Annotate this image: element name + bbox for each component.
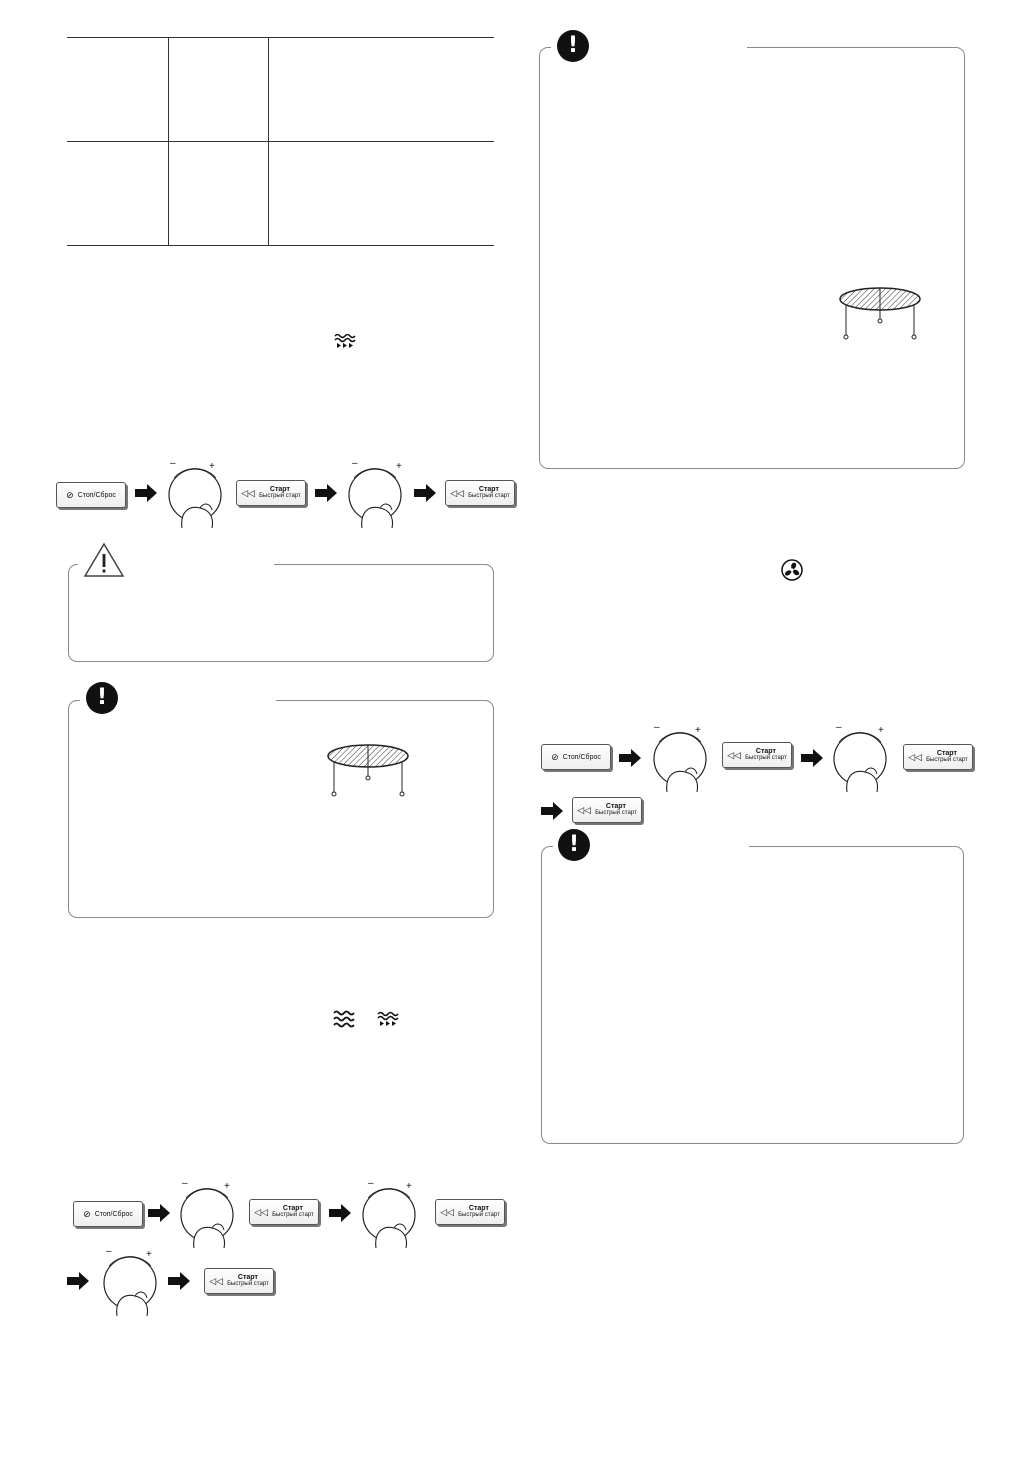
dial-plus: + — [878, 725, 884, 736]
note-box-mask — [551, 43, 747, 51]
microwave-waves-icon — [333, 1010, 355, 1028]
start-icon: ◁◁ — [241, 487, 256, 498]
exclamation-icon: ! — [558, 829, 590, 861]
start-icon: ◁◁ — [908, 751, 923, 762]
start-icon: ◁◁ — [727, 749, 742, 760]
warning-box-mask — [78, 560, 274, 568]
arrow-right-icon — [414, 484, 436, 502]
table-top-rule — [67, 37, 494, 38]
start-icon: ◁◁ — [209, 1275, 224, 1286]
dial-knob-icon[interactable] — [172, 1178, 242, 1248]
dial-minus: – — [170, 458, 176, 469]
dial-knob-icon[interactable] — [95, 1246, 165, 1316]
arrow-right-icon — [315, 484, 337, 502]
quick-start-label: Быстрый старт — [926, 757, 968, 763]
start-icon: ◁◁ — [440, 1206, 455, 1217]
stop-reset-button[interactable]: ⊘ Стоп/Сброс — [73, 1201, 143, 1227]
note-box — [539, 47, 965, 469]
stop-reset-button[interactable]: ⊘ Стоп/Сброс — [56, 482, 126, 508]
exclamation-icon: ! — [86, 682, 118, 714]
arrow-right-icon — [148, 1204, 170, 1222]
quick-start-label: Быстрый старт — [595, 810, 637, 816]
stop-reset-label: Стоп/Сброс — [562, 753, 601, 761]
dial-plus: + — [396, 461, 402, 472]
stop-reset-label: Стоп/Сброс — [77, 491, 116, 499]
arrow-right-icon — [168, 1272, 190, 1290]
dial-knob-icon[interactable] — [160, 458, 230, 528]
quick-start-label: Быстрый старт — [259, 493, 301, 499]
grill-rack-icon — [327, 744, 409, 797]
note-box-mask — [553, 842, 749, 850]
start-label: Старт — [282, 1205, 303, 1212]
dial-minus: – — [654, 722, 660, 733]
start-label: Старт — [478, 486, 499, 493]
quick-start-label: Быстрый старт — [272, 1212, 314, 1218]
arrow-right-icon — [541, 802, 563, 820]
start-label: Старт — [237, 1274, 258, 1281]
stop-reset-button[interactable]: ⊘ Стоп/Сброс — [541, 744, 611, 770]
dial-minus: – — [836, 722, 842, 733]
arrow-right-icon — [135, 484, 157, 502]
dial-knob-icon[interactable] — [340, 458, 410, 528]
start-label: Старт — [468, 1205, 489, 1212]
arrow-right-icon — [801, 749, 823, 767]
dial-plus: + — [406, 1181, 412, 1192]
table-col-divider-2 — [268, 37, 269, 245]
start-icon: ◁◁ — [450, 487, 465, 498]
arrow-right-icon — [67, 1272, 89, 1290]
table-mid-rule — [67, 141, 494, 142]
dial-plus: + — [146, 1249, 152, 1260]
start-label: Старт — [936, 750, 957, 757]
stop-icon: ⊘ — [551, 751, 559, 762]
grill-waves-icon — [377, 1011, 399, 1026]
dial-knob-icon[interactable] — [645, 722, 715, 792]
arrow-right-icon — [329, 1204, 351, 1222]
dial-minus: – — [352, 458, 358, 469]
start-label: Старт — [269, 486, 290, 493]
stop-icon: ⊘ — [66, 489, 74, 500]
table-col-divider-1 — [168, 37, 169, 245]
warning-triangle-icon — [83, 542, 125, 577]
dial-plus: + — [695, 725, 701, 736]
arrow-right-icon — [619, 749, 641, 767]
grill-waves-icon — [334, 333, 356, 348]
start-label: Старт — [605, 803, 626, 810]
dial-knob-icon[interactable] — [354, 1178, 424, 1248]
warning-box — [68, 564, 494, 662]
quick-start-label: Быстрый старт — [227, 1281, 269, 1287]
grill-rack-icon — [839, 287, 921, 340]
start-icon: ◁◁ — [577, 804, 592, 815]
dial-minus: – — [106, 1246, 112, 1257]
quick-start-label: Быстрый старт — [458, 1212, 500, 1218]
quick-start-label: Быстрый старт — [745, 755, 787, 761]
table-bottom-rule — [67, 245, 494, 246]
dial-minus: – — [368, 1178, 374, 1189]
start-label: Старт — [755, 748, 776, 755]
fan-icon — [781, 559, 803, 581]
dial-plus: + — [209, 461, 215, 472]
stop-icon: ⊘ — [83, 1208, 91, 1219]
note-box-mask — [80, 696, 276, 704]
note-box — [541, 846, 964, 1144]
stop-reset-label: Стоп/Сброс — [94, 1210, 133, 1218]
start-icon: ◁◁ — [254, 1206, 269, 1217]
note-box — [68, 700, 494, 918]
quick-start-label: Быстрый старт — [468, 493, 510, 499]
exclamation-icon: ! — [557, 30, 589, 62]
dial-minus: – — [182, 1178, 188, 1189]
dial-plus: + — [224, 1181, 230, 1192]
dial-knob-icon[interactable] — [825, 722, 895, 792]
